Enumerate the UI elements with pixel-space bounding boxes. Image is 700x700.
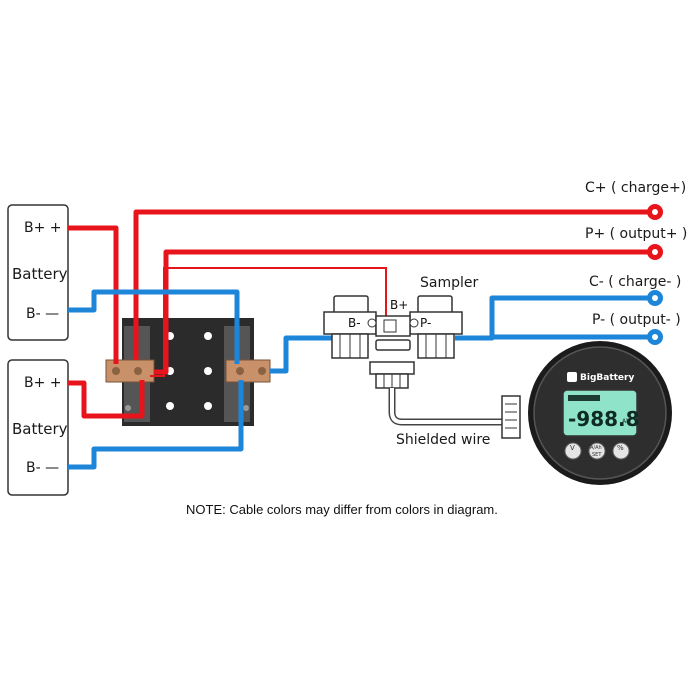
sampler-bminus-label: B-	[348, 316, 361, 330]
monitor-reading: -988.8	[568, 407, 640, 431]
charge-minus-label: C- ( charge- )	[589, 274, 681, 290]
battery-2: B+ + Battery B- —	[7, 359, 69, 496]
sampler-bplus-label: B+	[390, 298, 408, 312]
monitor-button-v-label: V	[570, 444, 575, 452]
shielded-wire-label: Shielded wire	[396, 432, 490, 448]
monitor-button-set-label: A/Ah	[590, 445, 602, 451]
sampler: Sampler B+ B- P-	[323, 275, 478, 389]
shunt-panel	[105, 318, 271, 426]
charge-plus-label: C+ ( charge+)	[585, 180, 686, 196]
battery-2-case	[7, 359, 69, 496]
positive-wires	[68, 209, 655, 419]
battery-1-case	[7, 204, 69, 341]
monitor-button-set[interactable]	[588, 442, 606, 460]
wire-connector	[501, 395, 521, 439]
output-plus-label: P+ ( output+ )	[585, 226, 687, 242]
output-terminals: C+ ( charge+) P+ ( output+ ) C- ( charge…	[585, 180, 687, 345]
monitor-button-v[interactable]	[564, 442, 582, 460]
battery-2-minus-label: B- —	[26, 460, 59, 476]
sampler-bplus-wire	[150, 267, 387, 377]
monitor-unit: Ah	[622, 418, 630, 425]
monitor-button-percent[interactable]	[612, 442, 630, 460]
monitor-brand: BigBattery	[580, 373, 634, 383]
output-minus-label: P- ( output- )	[592, 312, 681, 328]
negative-wires	[68, 289, 655, 470]
monitor-lcd	[562, 389, 638, 437]
battery-1-plus-label: B+ +	[24, 220, 62, 236]
battery-1: B+ + Battery B- —	[7, 204, 69, 341]
brand-logo-icon	[567, 372, 577, 382]
diagram-note: NOTE: Cable colors may differ from color…	[186, 502, 498, 517]
battery-monitor: BigBattery -988.8 Ah V A/Ah SET %	[528, 341, 672, 485]
sampler-pminus-label: P-	[420, 316, 431, 330]
battery-1-minus-label: B- —	[26, 306, 59, 322]
sampler-title: Sampler	[420, 275, 478, 291]
battery-2-name: Battery	[12, 420, 68, 438]
shielded-wire: Shielded wire	[388, 388, 521, 448]
battery-1-name: Battery	[12, 265, 68, 283]
monitor-button-percent-label: %	[617, 444, 624, 452]
battery-2-plus-label: B+ +	[24, 375, 62, 391]
monitor-button-set-sub: SET	[592, 452, 602, 458]
